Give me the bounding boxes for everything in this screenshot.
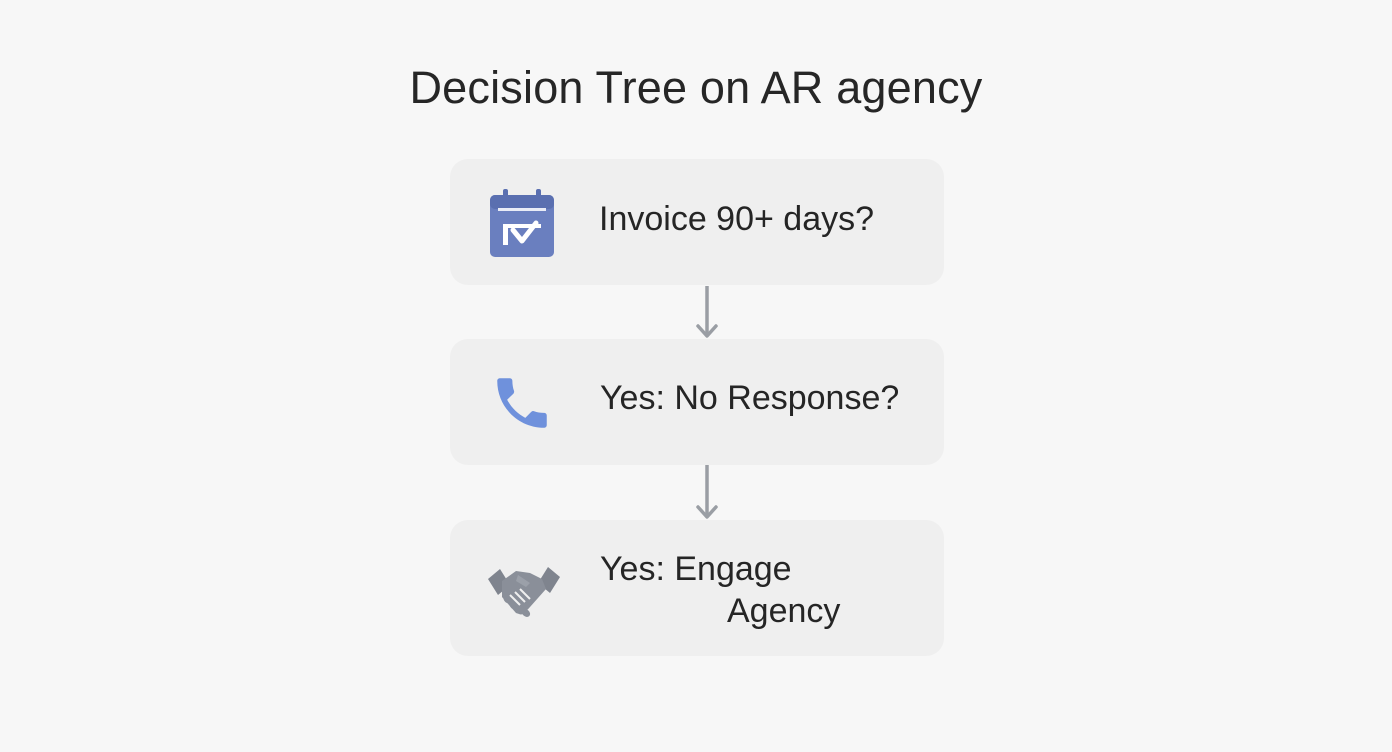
node-label-line-2: Agency [727,592,841,630]
phone-icon [486,367,558,439]
node-label: Yes: No Response? [600,379,900,417]
calendar-check-icon [486,187,558,259]
decision-node-invoice-age: Invoice 90+ days? [450,159,944,285]
connector-arrow-2 [695,465,719,521]
handshake-icon [486,554,562,624]
node-label: Invoice 90+ days? [599,200,875,238]
decision-node-engage-agency: Yes: Engage Agency [450,520,944,656]
connector-arrow-1 [695,286,719,340]
diagram-title: Decision Tree on AR agency [409,62,983,113]
node-label-line-1: Yes: Engage [600,550,792,588]
decision-node-no-response: Yes: No Response? [450,339,944,465]
